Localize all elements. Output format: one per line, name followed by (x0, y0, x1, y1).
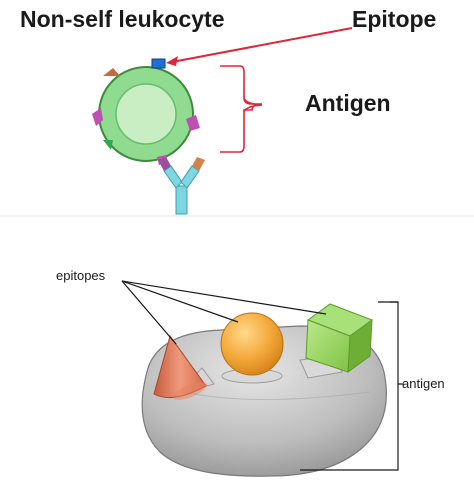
epitope-magenta-marker-left (92, 108, 103, 126)
antigen-brace-point (243, 97, 263, 113)
antigen-label-bottom: antigen (402, 376, 445, 391)
cell-nucleus (115, 83, 177, 145)
cell-title: Non-self leukocyte (20, 6, 225, 32)
antigen-brace (220, 65, 263, 153)
leukocyte-cell (98, 66, 194, 162)
epitope-brown-marker (103, 68, 120, 76)
antibody-arm-right (180, 165, 200, 189)
antibody-tip-left (158, 157, 171, 171)
antibody-stem (175, 185, 188, 215)
epitope-magenta-marker-right (186, 115, 200, 131)
epitope-arrow (166, 27, 353, 66)
antibody-arm-left (163, 165, 183, 189)
epitope-blue-marker (151, 58, 166, 69)
sphere-epitope (220, 312, 284, 376)
cone-epitope (153, 334, 207, 400)
antibody (158, 157, 205, 215)
antigen-label-top: Antigen (305, 90, 391, 116)
antibody-tip-right (192, 157, 205, 171)
epitopes-pointers (121, 280, 327, 345)
block-epitope (305, 303, 374, 374)
epitopes-label: epitopes (56, 268, 106, 283)
epitope-green-marker (103, 140, 113, 150)
epitope-label: Epitope (352, 6, 437, 32)
